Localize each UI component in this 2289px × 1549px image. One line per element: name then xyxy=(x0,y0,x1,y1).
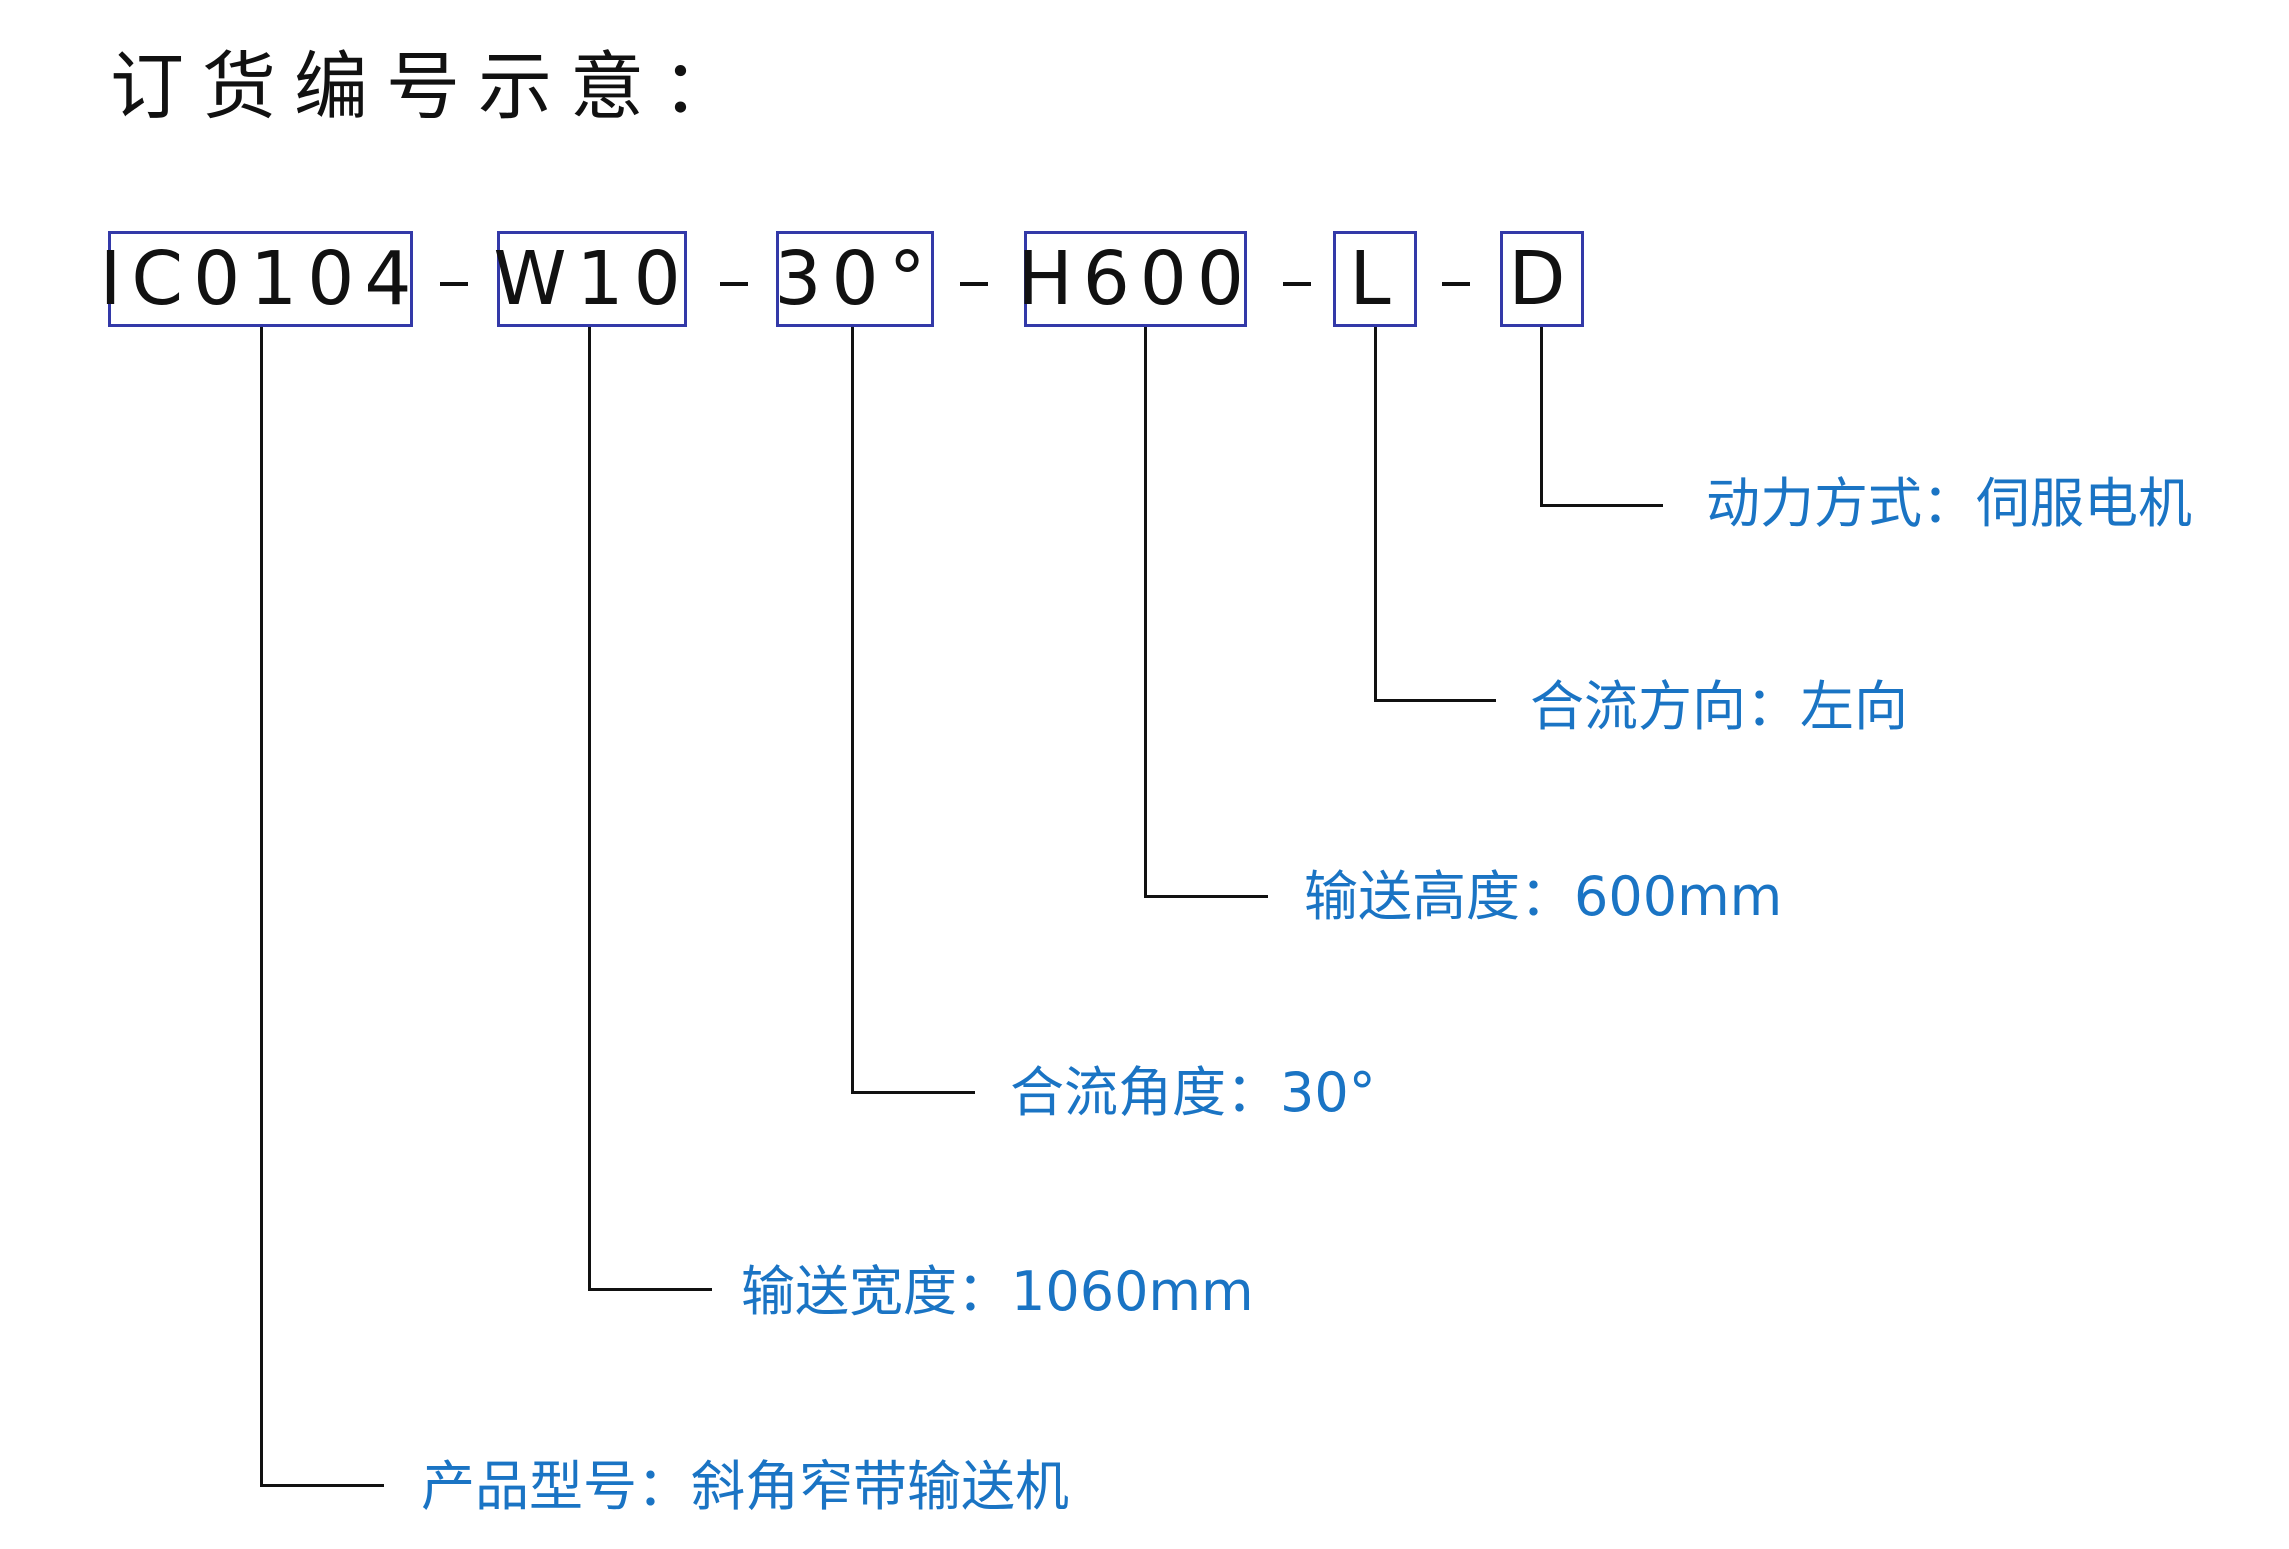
separator-dash xyxy=(1283,282,1311,286)
description-height: 输送高度：600mm xyxy=(1304,865,1783,928)
connector-line-height-horizontal xyxy=(1144,895,1268,898)
description-width: 输送宽度：1060mm xyxy=(741,1260,1254,1323)
code-box-width: W10 xyxy=(493,231,687,327)
connector-line-height-vertical xyxy=(1144,327,1147,898)
page-title: 订货编号示意： xyxy=(110,44,754,130)
connector-line-angle-horizontal xyxy=(851,1091,975,1094)
connector-line-direction-vertical xyxy=(1374,327,1377,702)
separator-dash xyxy=(960,282,988,286)
code-box-angle: 30° xyxy=(774,231,934,327)
connector-line-drive-vertical xyxy=(1540,327,1543,507)
connector-line-angle-vertical xyxy=(851,327,854,1094)
connector-line-direction-horizontal xyxy=(1374,699,1496,702)
connector-line-model-horizontal xyxy=(260,1484,384,1487)
separator-dash xyxy=(720,282,748,286)
connector-line-drive-horizontal xyxy=(1540,504,1663,507)
separator-dash xyxy=(440,282,468,286)
code-box-model: IC0104 xyxy=(100,231,413,327)
connector-line-model-vertical xyxy=(260,327,263,1487)
code-box-direction: L xyxy=(1333,231,1417,327)
connector-line-width-vertical xyxy=(588,327,591,1291)
code-box-height: H600 xyxy=(1017,231,1247,327)
description-direction: 合流方向：左向 xyxy=(1530,675,1908,738)
connector-line-width-horizontal xyxy=(588,1288,712,1291)
description-angle: 合流角度：30° xyxy=(1010,1061,1376,1124)
code-box-drive: D xyxy=(1500,231,1584,327)
separator-dash xyxy=(1442,282,1470,286)
description-drive: 动力方式：伺服电机 xyxy=(1706,472,2192,535)
description-model: 产品型号：斜角窄带输送机 xyxy=(421,1455,1069,1518)
